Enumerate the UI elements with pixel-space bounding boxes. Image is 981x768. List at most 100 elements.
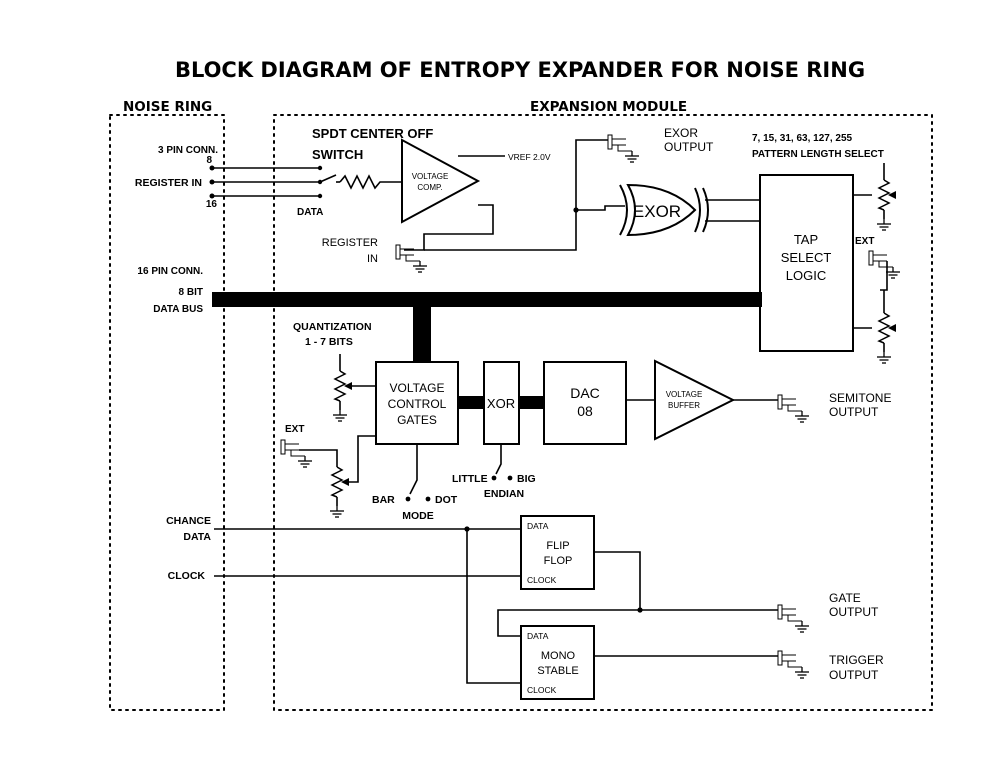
vcg-line1: VOLTAGE: [390, 381, 445, 395]
voltage-comparator: [401, 138, 481, 224]
chance-label-line2: DATA: [183, 531, 211, 543]
ext-top-label: EXT: [855, 236, 874, 247]
input-resistor: [339, 174, 402, 190]
ff-data-label: DATA: [527, 521, 549, 531]
xor-label: XOR: [487, 396, 515, 411]
pattern-label-line1: 7, 15, 31, 63, 127, 255: [752, 133, 853, 144]
pattern-label-line2: PATTERN LENGTH SELECT: [752, 149, 884, 160]
ground-icon: [624, 150, 640, 163]
exor-label: EXOR: [633, 202, 681, 221]
ff-line2: FLOP: [544, 555, 573, 567]
vbuf-line2: BUFFER: [668, 401, 700, 410]
ms-data-label: DATA: [527, 631, 549, 641]
data-bus-label: DATA BUS: [153, 304, 203, 315]
vcg-xor-bus: [458, 396, 484, 409]
big-label: BIG: [517, 473, 536, 485]
tap-select-logic-block: [759, 174, 854, 352]
ms-line2: STABLE: [537, 665, 578, 677]
exor-input-wire: [424, 139, 608, 251]
ff-clock-label: CLOCK: [527, 575, 557, 585]
eight-bit-label: 8 BIT: [179, 287, 203, 298]
tap-line2: SELECT: [781, 250, 832, 265]
noise-ring-label: NOISE RING: [123, 99, 212, 115]
monostable-clock-wire: [466, 529, 521, 684]
monostable-block: [520, 625, 595, 700]
semitone-output-jack-icon: [777, 394, 803, 412]
ms-line1: MONO: [541, 650, 576, 662]
mode-switch-wire: [409, 444, 418, 495]
pattern-length-pot-icon: [877, 169, 896, 230]
bus-drop: [413, 305, 431, 363]
ext-left-pot-wiper-wire: [349, 435, 376, 483]
noise-ring-region: [109, 114, 225, 711]
ground-icon: [794, 410, 810, 423]
trigger-line1: TRIGGER: [829, 653, 884, 667]
ground-icon: [794, 620, 810, 633]
data-bus: [212, 292, 762, 307]
sixteen-pin-conn-label: 16 PIN CONN.: [137, 266, 203, 277]
vbuf-line1: VOLTAGE: [666, 390, 703, 399]
register-in-jack-line2: IN: [367, 253, 378, 265]
semitone-line1: SEMITONE: [829, 391, 891, 405]
endian-label: ENDIAN: [484, 488, 524, 500]
spdt-switch: [317, 165, 340, 199]
mode-label: MODE: [402, 510, 434, 522]
pin-16-label: 16: [206, 199, 218, 210]
quant-label-line2: 1 - 7 BITS: [305, 336, 353, 348]
register-in-jack-line1: REGISTER: [322, 237, 378, 249]
dac-line2: 08: [577, 403, 593, 419]
ground-icon: [412, 260, 428, 273]
flip-flop-out-wire: [594, 551, 778, 611]
ff-line1: FLIP: [546, 540, 569, 552]
ground-icon: [794, 666, 810, 679]
trigger-line2: OUTPUT: [829, 668, 879, 682]
spdt-label-line1: SPDT CENTER OFF: [312, 126, 433, 141]
gate-line1: GATE: [829, 591, 861, 605]
expansion-module-label: EXPANSION MODULE: [530, 99, 687, 115]
quant-label-line1: QUANTIZATION: [293, 321, 372, 333]
expansion-module-region: [273, 114, 933, 711]
dac-block: [543, 361, 627, 445]
ext-left-pot-icon: [330, 456, 349, 517]
vref-label: VREF 2.0V: [508, 152, 551, 162]
vcg-line2: CONTROL: [388, 397, 447, 411]
spdt-label-line2: SWITCH: [312, 147, 363, 162]
exor-feed-wire: [576, 205, 625, 211]
trigger-output-jack-icon: [777, 650, 803, 668]
bar-label: BAR: [372, 494, 395, 506]
exor-output-line2: OUTPUT: [664, 140, 714, 154]
gate-line2: OUTPUT: [829, 605, 879, 619]
tap-line1: TAP: [794, 232, 818, 247]
exor-gate: [619, 183, 709, 237]
pin-8-label: 8: [206, 155, 212, 166]
little-label: LITTLE: [452, 473, 488, 485]
voltage-comp-line1: VOLTAGE: [412, 172, 449, 181]
ms-clock-label: CLOCK: [527, 685, 557, 695]
voltage-comp-line2: COMP.: [417, 183, 442, 192]
flip-flop-block: [520, 515, 595, 590]
register-in-label: REGISTER IN: [135, 177, 202, 189]
semitone-line2: OUTPUT: [829, 405, 879, 419]
chance-label-line1: CHANCE: [166, 515, 211, 527]
quantization-pot-icon: [333, 360, 352, 421]
ext-jack-wire: [880, 261, 888, 291]
ground-icon: [297, 455, 313, 468]
exor-output-line1: EXOR: [664, 126, 698, 140]
comparator-out-wire: [404, 204, 494, 251]
three-pin-conn-label: 3 PIN CONN.: [158, 145, 218, 156]
tap-line3: LOGIC: [786, 268, 826, 283]
ext-top-jack-icon: [868, 250, 894, 268]
xor-dac-bus: [519, 396, 544, 409]
ground-icon: [885, 266, 901, 279]
clock-label: CLOCK: [168, 570, 206, 582]
ext-left-jack-wire: [299, 449, 338, 456]
vcg-line3: GATES: [397, 413, 437, 427]
dot-label: DOT: [435, 494, 458, 506]
ext-left-jack-icon: [280, 439, 306, 457]
exor-output-jack-icon: [607, 134, 633, 152]
gate-output-jack-icon: [777, 604, 803, 622]
endian-switch-wire: [495, 444, 502, 475]
voltage-control-gates-block: [375, 361, 459, 445]
data-label: DATA: [297, 207, 323, 218]
dac-line1: DAC: [570, 385, 600, 401]
